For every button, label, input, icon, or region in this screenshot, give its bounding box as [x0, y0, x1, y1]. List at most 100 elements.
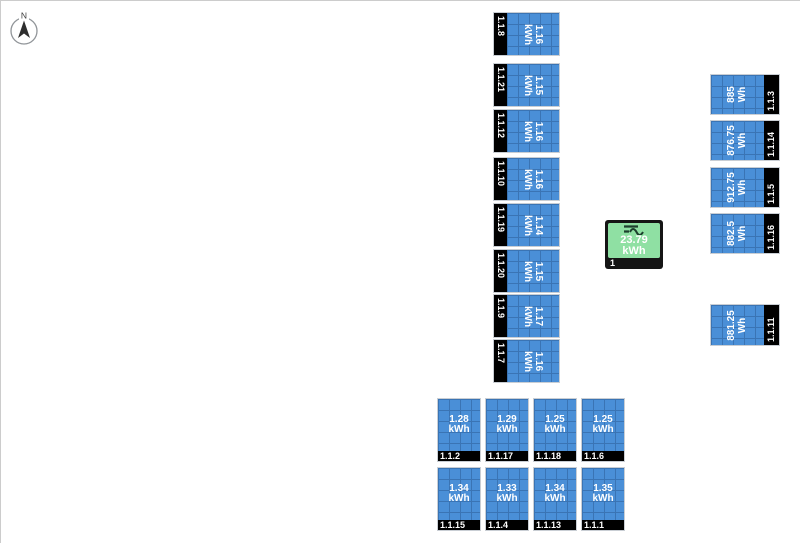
panel-id-strip: 1.1.11: [764, 305, 779, 345]
inverter-energy-unit: kWh: [622, 245, 646, 257]
panel-cell-grid: [486, 468, 528, 520]
panel-id-strip: 1.1.12: [494, 110, 507, 152]
panel-id-label: 1.1.9: [496, 298, 506, 319]
panel-id-strip: 1.1.16: [764, 214, 779, 253]
panel-cell-grid: [582, 468, 624, 520]
panel-cell-grid: [507, 13, 559, 55]
panel-id-label: 1.1.11: [766, 317, 776, 342]
panel-energy-unit: kWh: [522, 214, 534, 236]
panel-energy-value: 1.34: [545, 482, 565, 494]
panel-id-label: 1.1.19: [496, 207, 506, 233]
panel-cell-grid: [711, 305, 764, 345]
panel-id-label: 1.1.17: [488, 451, 514, 461]
panel-id-label: 1.1.21: [496, 67, 506, 93]
inverter-display: 23.79 kWh: [608, 223, 660, 258]
panel-energy-value: 1.15: [533, 261, 545, 281]
panel-cell-grid: [486, 399, 528, 451]
panel-id-strip: 1.1.20: [494, 250, 507, 292]
inverter-1[interactable]: 23.79 kWh 1: [605, 220, 663, 269]
panel-cell-grid: [507, 158, 559, 200]
panel-energy-unit: kWh: [592, 493, 614, 504]
panel-id-label: 1.1.4: [488, 520, 509, 530]
panel-id-label: 1.1.2: [440, 451, 461, 461]
panel-id-label: 1.1.15: [440, 520, 466, 530]
panel-id-label: 1.1.10: [496, 161, 506, 187]
panel-energy-unit: kWh: [522, 260, 534, 282]
panel-cell-grid: [711, 168, 764, 207]
panel-energy-value: 1.28: [449, 413, 469, 425]
panel-energy-value: 1.25: [593, 413, 613, 425]
panel-cell-grid: [582, 399, 624, 451]
panel-cell-grid: [507, 64, 559, 106]
panel-energy-value: 1.35: [593, 482, 613, 494]
panel-id-label: 1.1.14: [766, 131, 776, 157]
panel-energy-unit: kWh: [592, 424, 614, 435]
panel-cell-grid: [507, 110, 559, 152]
panel-cell-grid: [438, 468, 480, 520]
panel-cell-grid: [711, 75, 764, 114]
panel-cell-grid: [438, 399, 480, 451]
panel-energy-value: 882.5: [726, 220, 737, 247]
panel-id-strip: 1.1.7: [494, 340, 507, 382]
panel-energy-unit: Wh: [736, 225, 748, 242]
panel-energy-unit: kWh: [522, 120, 534, 142]
panel-id-label: 1.1.5: [766, 183, 776, 204]
panel-id-label: 1.1.18: [536, 451, 562, 461]
panel-energy-value: 1.25: [545, 413, 565, 425]
panel-id-label: 1.1.13: [536, 520, 562, 530]
panel-energy-unit: kWh: [522, 305, 534, 327]
panel-id-label: 1.1.3: [766, 90, 776, 111]
panel-id-strip: 1.1.9: [494, 295, 507, 337]
